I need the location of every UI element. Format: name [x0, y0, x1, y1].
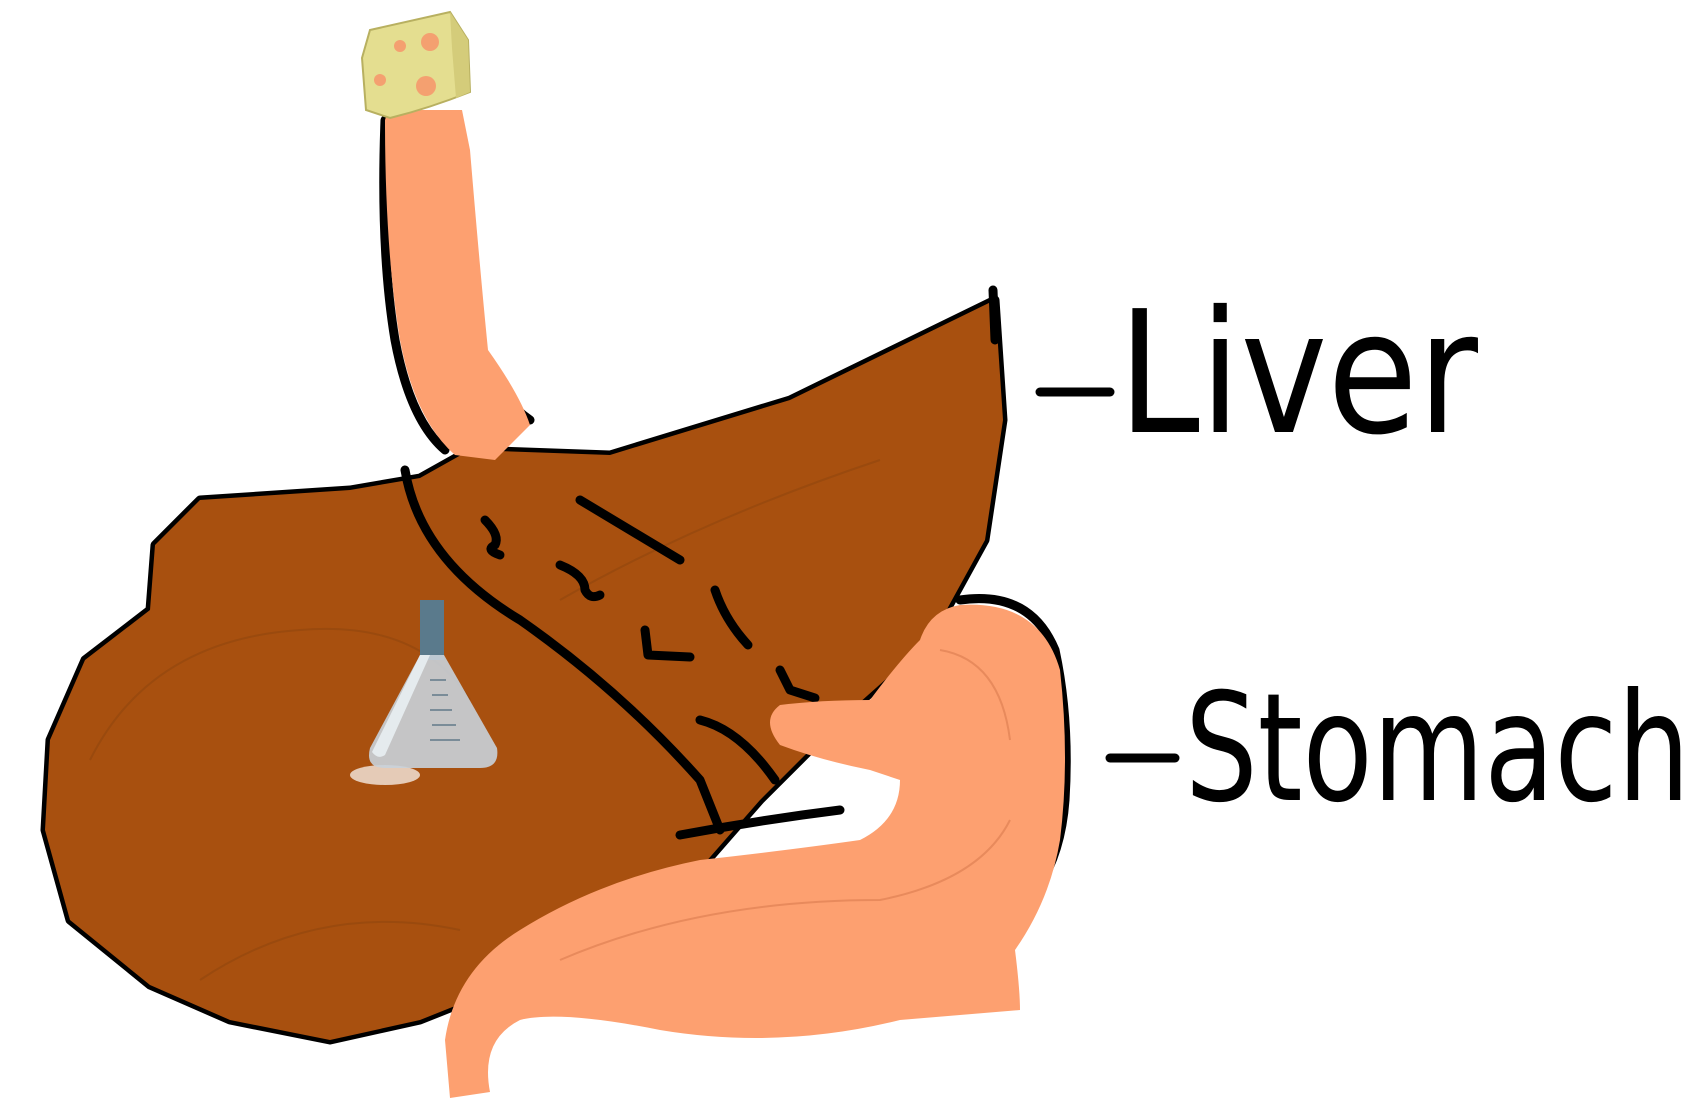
liver-label: Liver — [1118, 275, 1478, 473]
stomach-label: Stomach — [1185, 662, 1690, 836]
liver-pointer — [993, 290, 1110, 392]
cheese-icon — [362, 12, 470, 118]
esophagus-shape — [384, 110, 530, 460]
